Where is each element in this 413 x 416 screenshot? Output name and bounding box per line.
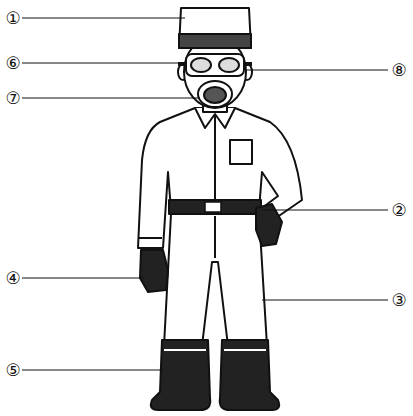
goggles [186,54,244,76]
leader-line [22,18,185,19]
pants [164,214,267,346]
helmet [179,8,251,48]
cuff [139,237,162,239]
buckle [205,202,221,212]
placket [214,114,216,202]
boot-right [220,340,279,410]
callout-number: ① [5,10,20,27]
callout-number: ⑥ [5,55,20,72]
boot-left [151,340,210,410]
pocket [230,140,252,164]
callout-number: ⑧ [391,62,406,79]
belt [169,200,261,214]
callout-number: ⑦ [5,90,20,107]
fly [214,216,216,258]
helmet-band [179,34,251,48]
callout-number: ③ [391,292,406,309]
leader-line [262,210,388,211]
respirator-filter [204,87,226,103]
respirator [198,81,232,107]
boot-band [164,349,206,351]
leader-line [262,300,388,301]
glove-left [140,250,168,292]
leader-line [246,70,388,71]
leader-line [22,370,163,371]
boot-band [224,349,266,351]
leader-line [22,278,145,279]
goggle-lens [219,58,239,72]
leader-line [22,98,200,99]
leader-line [22,63,186,64]
goggle-lens [191,58,211,72]
callout-number: ② [391,202,406,219]
callout-number: ⑤ [5,362,20,379]
callout-number: ④ [5,270,20,287]
